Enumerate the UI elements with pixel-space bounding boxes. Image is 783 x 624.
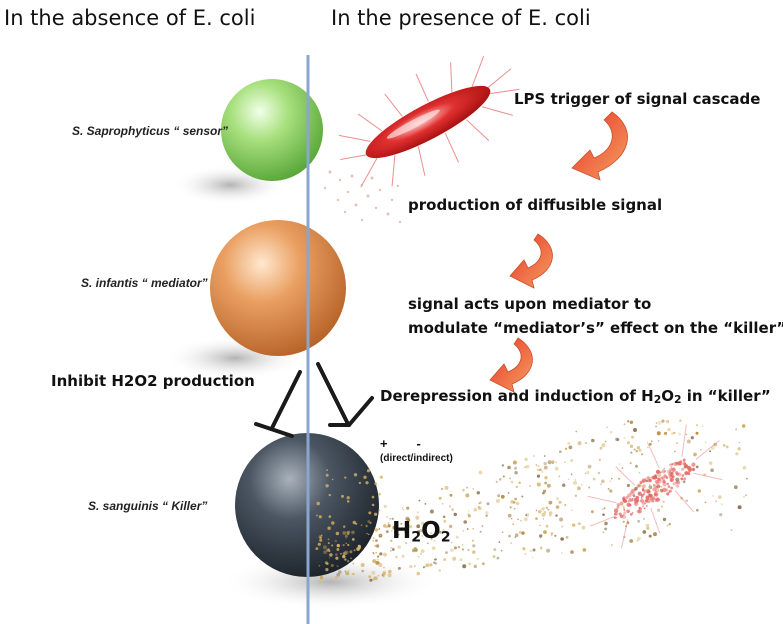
mediator-label: S. infantis “ mediator” <box>81 276 208 290</box>
h2o2-sub2: 2 <box>440 529 451 546</box>
cascade-arrow-1 <box>571 111 628 181</box>
header-presence: In the presence of E. coli <box>331 6 591 30</box>
step-signal-acts-line2: modulate “mediator’s” effect on the “kil… <box>408 319 783 337</box>
step-derepression-tail: in “killer” <box>681 387 771 405</box>
mediator-sphere <box>210 220 346 356</box>
inhibition-arrow <box>254 370 302 438</box>
effect-mode: (direct/indirect) <box>380 453 453 464</box>
step-signal-acts-line1: signal acts upon mediator to <box>408 295 652 313</box>
inhibit-label: Inhibit H2O2 production <box>51 372 255 390</box>
ecoli-bacterium-bottom <box>587 424 723 549</box>
step-derepression: Derepression and induction of H2O2 in “k… <box>380 387 771 406</box>
cascade-arrow-2 <box>509 233 553 289</box>
h2o2-sub1: 2 <box>411 529 422 546</box>
killer-label: S. sanguinis “ Killer” <box>88 499 208 513</box>
step-derepression-sub2: 2 <box>674 393 682 407</box>
h2o2-label: H2O2 <box>392 518 451 546</box>
step-derepression-sub1: 2 <box>653 393 662 407</box>
h2o2-h: H <box>392 518 412 544</box>
step-diffusible-signal: production of diffusible signal <box>408 196 663 214</box>
step-lps-trigger: LPS trigger of signal cascade <box>514 90 761 108</box>
step-derepression-o: O <box>661 387 675 405</box>
ecoli-bacterium-top <box>338 56 520 188</box>
header-absence: In the absence of E. coli <box>4 6 256 30</box>
h2o2-particle-cloud <box>315 419 748 584</box>
sensor-sphere <box>221 79 323 181</box>
step-derepression-text: Derepression and induction of H <box>380 387 654 405</box>
sensor-label: S. Saprophyticus “ sensor” <box>72 124 229 138</box>
h2o2-o: O <box>421 518 441 544</box>
cascade-arrow-3 <box>489 337 533 393</box>
diffusible-signal-dots <box>323 170 402 224</box>
induction-arrow <box>316 362 374 427</box>
effect-signs: + - <box>380 436 421 451</box>
